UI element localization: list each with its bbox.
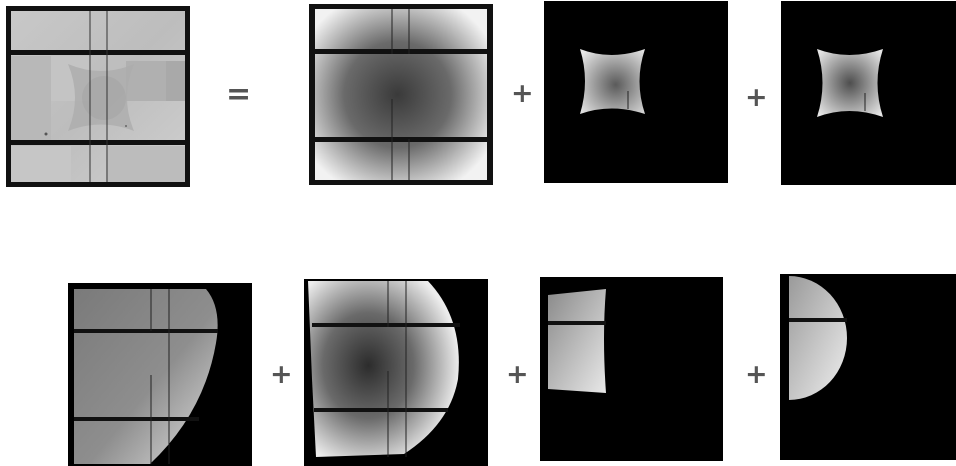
top-strip-tile: [540, 277, 723, 461]
composite-image: [6, 6, 190, 187]
equals-sign: =: [226, 80, 251, 110]
center-region-tile: [304, 279, 488, 466]
plus-sign: +: [745, 361, 768, 388]
plus-sign: +: [506, 361, 529, 388]
star-mask-b: [781, 1, 956, 185]
plus-sign: +: [745, 84, 768, 111]
half-disc-tile: [780, 274, 956, 460]
vignetted-background: [309, 4, 493, 185]
left-region-tile: [68, 283, 252, 466]
star-mask-a: [544, 1, 728, 183]
plus-sign: +: [511, 80, 534, 107]
plus-sign: +: [270, 361, 293, 388]
